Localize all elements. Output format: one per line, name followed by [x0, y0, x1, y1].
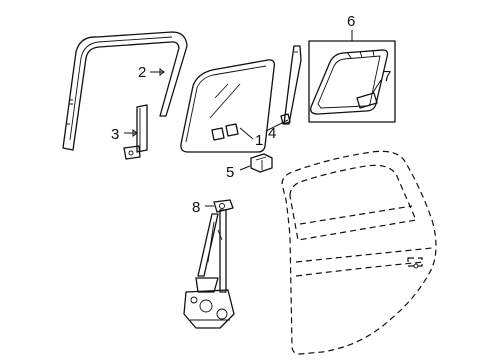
callout-labels: 1 2 3 4 5 6 7 8 — [111, 13, 391, 216]
center-sash-part — [123, 104, 148, 160]
seal-part — [356, 92, 378, 109]
callout-6: 6 — [347, 13, 355, 30]
callout-1: 1 — [255, 132, 263, 149]
callout-8: 8 — [192, 199, 200, 216]
callout-4: 4 — [268, 125, 276, 142]
regulator-part — [183, 199, 235, 329]
rear-channel-part — [280, 45, 302, 125]
callout-7: 7 — [383, 68, 391, 85]
callout-5: 5 — [226, 164, 234, 181]
rear-door-outline — [281, 150, 437, 355]
run-channel-part — [62, 31, 188, 151]
leader-lines — [124, 30, 382, 207]
clip-part — [250, 153, 273, 173]
callout-3: 3 — [111, 126, 119, 143]
callout-2: 2 — [138, 64, 146, 81]
door-glass-part — [180, 59, 276, 153]
